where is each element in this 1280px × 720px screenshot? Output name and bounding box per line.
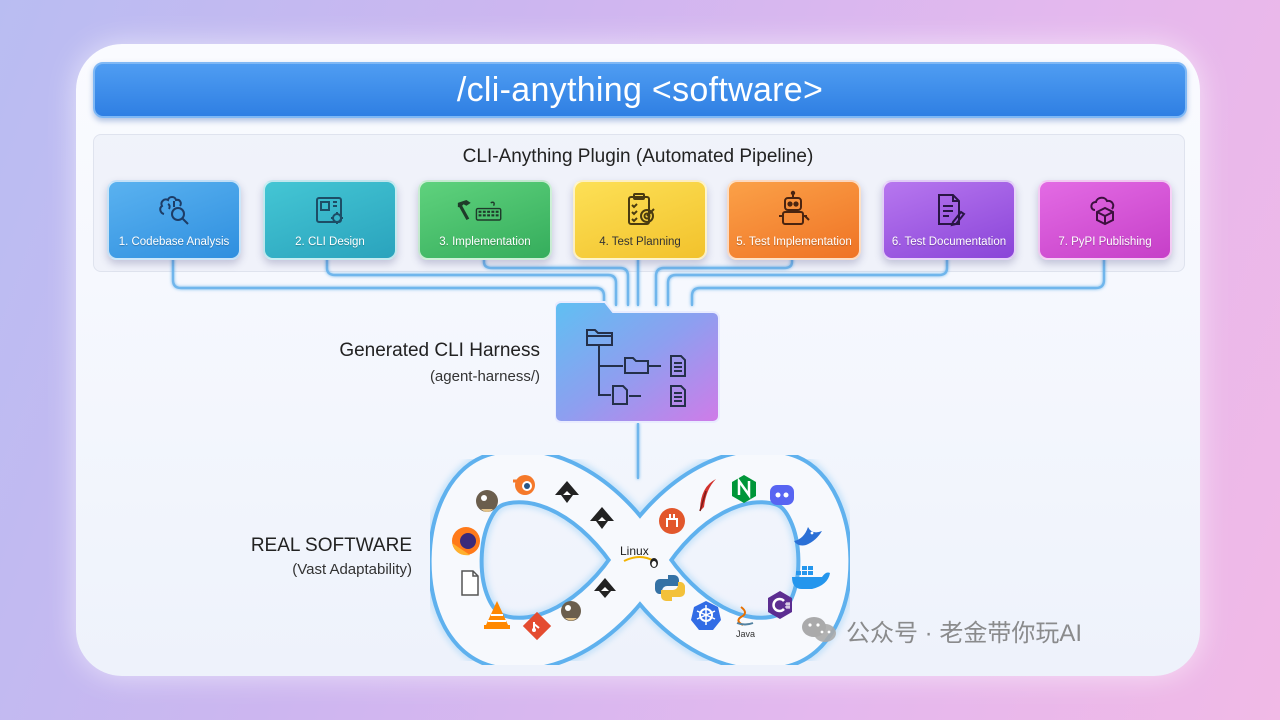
command-title: /cli-anything <software> [456, 70, 824, 109]
stage-test-implementation: 5. Test Implementation [727, 180, 861, 260]
stage-label: 3. Implementation [439, 236, 531, 248]
harness-label: Generated CLI Harness [339, 340, 540, 361]
watermark: 公众号 · 老金带你玩AI [800, 612, 1082, 648]
java-text: Java [736, 629, 755, 639]
gitea-icon [659, 508, 685, 534]
harness-folder-icon [555, 301, 720, 423]
linux-text: Linux [620, 544, 649, 558]
hammer-keyboard-icon [457, 190, 505, 230]
discord-icon [770, 485, 794, 505]
java-icon: Java [736, 606, 755, 639]
watermark-text: 公众号 · 老金带你玩AI [846, 619, 1083, 647]
stage-label: 1. Codebase Analysis [118, 236, 230, 248]
blender-icon [513, 475, 535, 495]
stage-test-documentation: 6. Test Documentation [882, 180, 1016, 260]
python-icon [654, 575, 686, 601]
stage-test-planning: 4. Test Planning [573, 180, 707, 260]
docker-icon [792, 566, 830, 589]
document-pen-icon [929, 190, 969, 230]
gimp-icon [476, 490, 498, 512]
stage-label: 2. CLI Design [295, 236, 365, 248]
bird-icon [794, 527, 822, 546]
brain-magnifier-icon [154, 190, 194, 230]
blueprint-icon [310, 190, 350, 230]
stage-pypi-publishing: 7. PyPI Publishing [1038, 180, 1172, 260]
vlc-icon [484, 601, 510, 629]
stage-codebase-analysis: 1. Codebase Analysis [107, 180, 241, 260]
inkscape-icon [594, 578, 616, 598]
gimp-icon [561, 601, 581, 621]
stage-cli-design: 2. CLI Design [263, 180, 397, 260]
stage-label: 4. Test Planning [599, 236, 681, 248]
robot-icon [774, 190, 814, 230]
firefox-icon [452, 527, 480, 556]
command-title-bar: /cli-anything <software> [93, 62, 1187, 118]
real-software-label: REAL SOFTWARE [250, 535, 412, 556]
git-icon [522, 611, 552, 641]
inkscape-icon [555, 481, 579, 503]
wechat-icon [802, 617, 836, 642]
cloud-package-icon [1085, 190, 1125, 230]
c-sharp-icon [768, 591, 792, 619]
nginx-icon [732, 475, 756, 503]
stage-label: 6. Test Documentation [891, 236, 1007, 248]
clipboard-target-icon [620, 190, 660, 230]
pipeline-title: CLI-Anything Plugin (Automated Pipeline) [462, 146, 814, 167]
linux-icon: Linux [620, 544, 658, 568]
stage-label: 5. Test Implementation [736, 236, 852, 248]
stage-label: 7. PyPI Publishing [1058, 236, 1152, 248]
stage-implementation: 3. Implementation [418, 180, 552, 260]
real-software-sub: (Vast Adaptability) [292, 561, 412, 578]
libreoffice-icon [461, 570, 479, 596]
kubernetes-icon [691, 601, 721, 630]
harness-path: (agent-harness/) [429, 368, 540, 385]
inkscape-icon [590, 507, 614, 529]
feather-icon [699, 479, 716, 512]
infinity-loop: Linux Java [430, 455, 850, 665]
